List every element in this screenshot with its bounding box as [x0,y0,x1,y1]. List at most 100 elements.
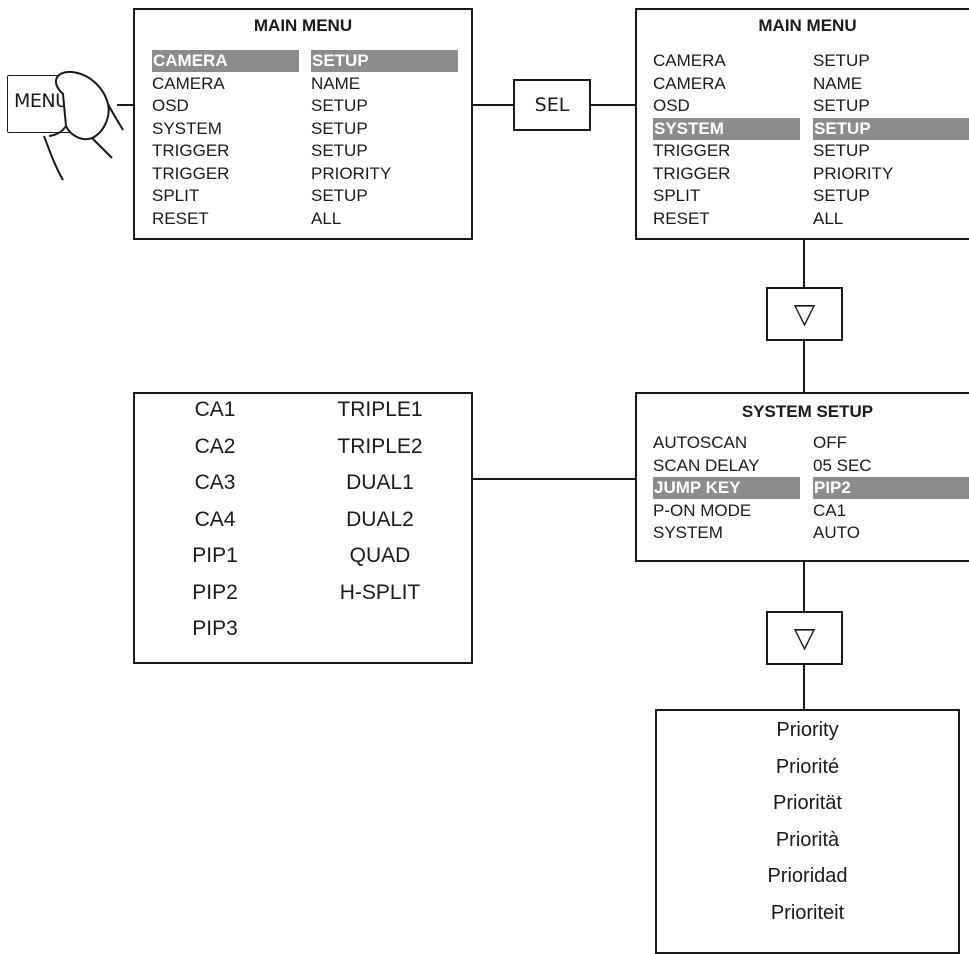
sel-button[interactable]: SEL [513,79,591,131]
menu-item-value: SETUP [813,186,870,205]
priority-language-item: Priority [776,719,839,741]
jump-option-item: PIP3 [192,617,238,640]
jump-option-item: PIP2 [192,580,238,604]
system-setup-title: SYSTEM SETUP [741,402,874,421]
menu-item-value: PIP2 [813,477,969,499]
menu-row[interactable]: TRIGGER SETUP [135,140,471,162]
menu-item-value: PRIORITY [311,163,392,183]
down-arrow-button-1[interactable]: ▽ [766,287,843,341]
connector-main1-to-sel [471,104,515,106]
menu-row[interactable]: OSD SETUP [135,95,471,117]
down-triangle-icon: ▽ [793,621,816,654]
menu-item-label: SPLIT [653,186,701,205]
jump-option-item: QUAD [349,544,411,567]
connector-main2-to-down1 [803,240,805,288]
jump-option-item: DUAL2 [346,507,414,531]
menu-item-value: SETUP [311,96,368,115]
system-setup-box: SYSTEM SETUP AUTOSCAN OFF SCAN DELAY 05 SEC… [635,392,969,562]
jump-option-item: PIP1 [192,544,238,567]
priority-language-item: Priorità [775,828,840,851]
menu-item-value: CA1 [813,500,847,520]
main-menu-2-title: MAIN MENU [758,16,857,35]
menu-item-label: CAMERA [152,73,225,93]
menu-item-value: SETUP [311,50,458,72]
priority-language-item: Prioridad [767,865,848,887]
connector-menu-to-main1 [117,104,134,106]
jump-option-item: TRIPLE1 [337,398,423,421]
menu-item-value: SETUP [311,141,368,160]
menu-row[interactable]: SPLIT SETUP [135,185,471,207]
menu-row[interactable]: TRIGGER PRIORITY [135,163,471,185]
menu-item-label: CAMERA [653,73,726,93]
menu-row[interactable]: TRIGGER SETUP [637,140,969,162]
menu-item-value: SETUP [311,186,368,205]
menu-item-label: TRIGGER [152,163,230,183]
priority-language-item: Prioriteit [770,901,845,924]
menu-row[interactable]: SPLIT SETUP [637,185,969,207]
connector-sel-to-main2 [589,104,637,106]
menu-row[interactable]: RESET ALL [637,208,969,230]
menu-item-value: SETUP [813,117,969,140]
menu-item-label: TRIGGER [653,141,731,160]
down-arrow-button-2[interactable]: ▽ [766,611,843,665]
menu-item-value: NAME [311,73,361,93]
menu-item-value: OFF [813,433,847,452]
priority-language-item: Priorité [775,755,840,778]
menu-item-value: SETUP [813,141,870,160]
menu-item-value: ALL [813,208,844,228]
menu-row[interactable]: P-ON MODE CA1 [637,500,969,522]
menu-item-value: SETUP [813,51,870,70]
menu-item-label: AUTOSCAN [653,433,748,452]
finger-press-icon [43,70,124,181]
menu-item-value: SETUP [813,96,870,115]
menu-item-label: P-ON MODE [653,500,752,520]
menu-row[interactable]: AUTOSCAN OFF [637,432,969,454]
menu-button-label: MENU [14,90,69,112]
menu-item-label: SYSTEM [653,117,800,140]
jump-option-item: CA1 [194,398,236,421]
menu-row-selected[interactable]: SYSTEM SETUP [637,117,969,140]
menu-row-selected[interactable]: JUMP KEY PIP2 [637,477,969,499]
main-menu-1-title: MAIN MENU [253,16,353,35]
menu-item-value: SETUP [311,118,368,138]
jump-option-item: CA4 [194,507,236,531]
menu-item-label: OSD [653,96,690,115]
menu-item-label: SCAN DELAY [653,455,760,475]
priority-language-item: Priorität [773,792,842,814]
connector-down2-to-priority [803,664,805,710]
down-triangle-icon: ▽ [793,297,816,330]
menu-item-label: OSD [152,96,189,115]
menu-row[interactable]: CAMERA NAME [135,73,471,95]
menu-item-value: PRIORITY [813,163,894,183]
jump-option-item: CA3 [194,471,236,494]
menu-row-selected[interactable]: CAMERA SETUP [135,50,471,72]
menu-row[interactable]: CAMERA SETUP [637,50,969,72]
jump-option-item: H-SPLIT [339,580,421,604]
jump-option-item: CA2 [194,434,236,458]
menu-item-value: 05 SEC [813,455,872,475]
menu-item-value: AUTO [813,523,860,542]
menu-row[interactable]: SCAN DELAY 05 SEC [637,455,969,477]
jump-option-item: DUAL1 [346,471,414,494]
menu-item-label: SYSTEM [653,523,723,542]
menu-item-label: TRIGGER [152,141,230,160]
menu-item-label: JUMP KEY [653,477,800,499]
menu-item-label: SPLIT [152,186,200,205]
menu-item-label: CAMERA [653,51,726,70]
connector-down1-to-system [803,340,805,394]
connector-system-to-down2 [803,560,805,613]
menu-row[interactable]: SYSTEM AUTO [637,522,969,544]
menu-item-label: RESET [152,208,209,228]
jump-option-item: TRIPLE2 [337,434,423,458]
menu-item-label: RESET [653,208,710,228]
menu-row[interactable]: OSD SETUP [637,95,969,117]
menu-item-label: CAMERA [152,50,299,72]
